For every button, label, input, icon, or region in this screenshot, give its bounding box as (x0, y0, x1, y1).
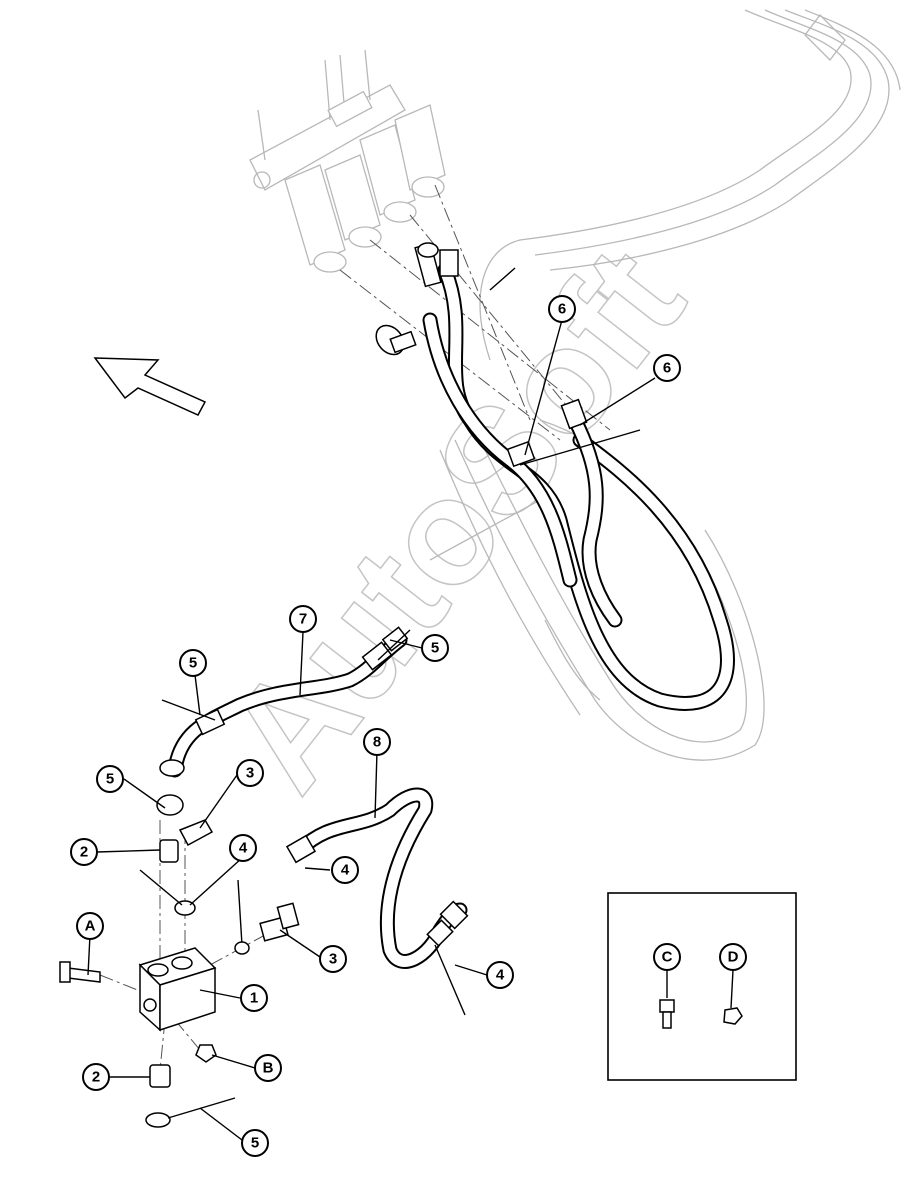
hose-8 (285, 787, 469, 1016)
svg-text:4: 4 (341, 862, 350, 879)
upper-return-hoses (375, 242, 735, 711)
svg-text:3: 3 (329, 951, 337, 968)
callout-A: A (76, 912, 104, 940)
alignment-lines (99, 184, 611, 1071)
callout-8: 8 (363, 728, 391, 756)
direction-arrow-icon (93, 357, 207, 416)
svg-text:5: 5 (106, 771, 114, 788)
svg-text:7: 7 (299, 611, 307, 628)
callout-3a: 3 (236, 759, 264, 787)
callout-5b: 5 (421, 634, 449, 662)
svg-text:2: 2 (80, 844, 88, 861)
callout-5a: 5 (179, 649, 207, 677)
svg-text:5: 5 (251, 1135, 259, 1152)
callout-4a: 4 (229, 834, 257, 862)
callout-5d: 5 (241, 1129, 269, 1157)
callout-1: 1 (240, 984, 268, 1012)
callout-C: C (653, 943, 681, 971)
callout-5c: 5 (96, 765, 124, 793)
svg-text:C: C (662, 949, 673, 966)
svg-text:6: 6 (558, 301, 566, 318)
inset-hardware-box (607, 892, 797, 1081)
svg-text:D: D (728, 949, 739, 966)
fittings (59, 794, 300, 1128)
callout-leaders (87, 319, 734, 1141)
svg-text:2: 2 (92, 1069, 100, 1086)
callout-4c: 4 (486, 961, 514, 989)
svg-text:3: 3 (246, 765, 254, 782)
callout-6a: 6 (548, 295, 576, 323)
svg-text:6: 6 (663, 360, 671, 377)
callout-B: B (254, 1054, 282, 1082)
svg-text:5: 5 (189, 655, 197, 672)
ghost-engine-structure (249, 9, 901, 761)
callout-3b: 3 (319, 945, 347, 973)
callout-2b: 2 (82, 1063, 110, 1091)
callout-D: D (719, 943, 747, 971)
callout-6b: 6 (653, 354, 681, 382)
svg-text:4: 4 (496, 967, 505, 984)
svg-text:A: A (85, 918, 96, 935)
callout-7: 7 (289, 605, 317, 633)
callout-4b: 4 (331, 856, 359, 884)
callout-2a: 2 (70, 838, 98, 866)
svg-text:4: 4 (239, 840, 248, 857)
svg-text:1: 1 (250, 990, 258, 1007)
svg-text:8: 8 (373, 734, 381, 751)
svg-text:5: 5 (431, 640, 439, 657)
hose-7 (159, 626, 411, 778)
svg-text:B: B (263, 1060, 274, 1077)
